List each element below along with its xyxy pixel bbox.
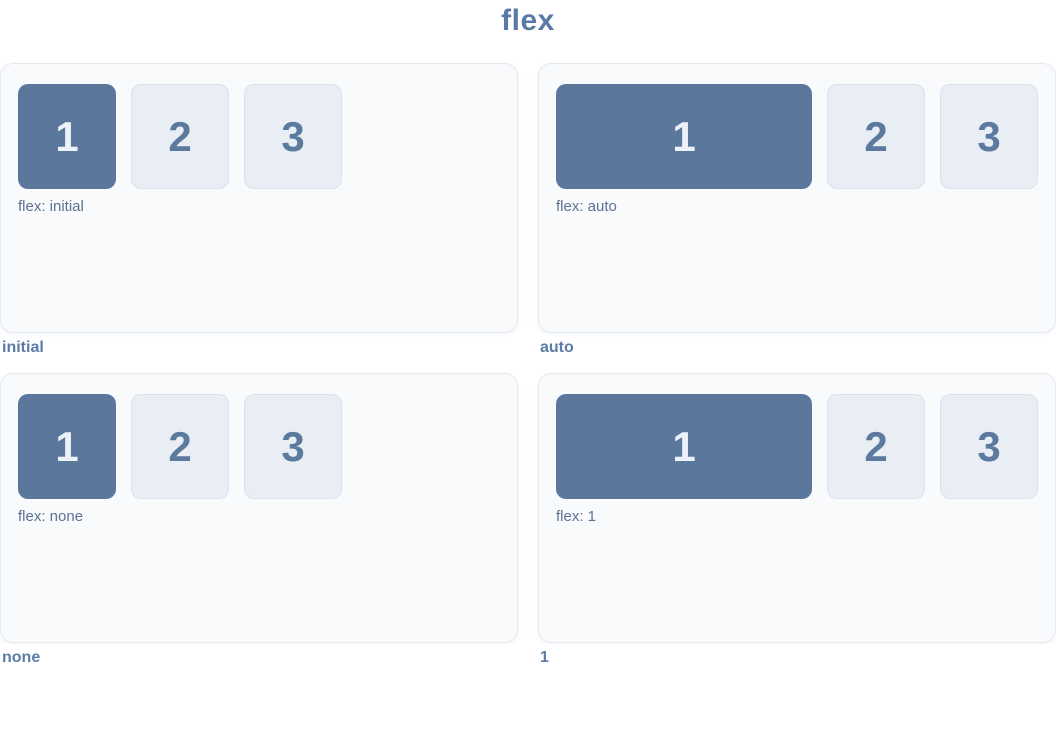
flex-item-2: 2 [131, 394, 229, 499]
panel-caption: 1 [540, 649, 549, 666]
panel-caption: auto [540, 339, 574, 356]
flex-items-row: 1 2 3 [556, 84, 1038, 189]
flex-value-label: flex: auto [556, 198, 617, 215]
flex-item-3: 3 [244, 394, 342, 499]
flex-value-label: flex: 1 [556, 508, 597, 525]
panel-caption: initial [2, 339, 44, 356]
flex-item-3: 3 [244, 84, 342, 189]
panel-1: 1 2 3 flex: 1 [538, 373, 1056, 643]
flex-items-row: 1 2 3 [18, 394, 500, 499]
panel-initial: 1 2 3 flex: initial [0, 63, 518, 333]
flex-item-1: 1 [18, 394, 116, 499]
flex-item-1: 1 [556, 84, 812, 189]
demo-cell-initial: 1 2 3 flex: initial initial [0, 63, 518, 373]
flex-item-1: 1 [556, 394, 812, 499]
page-title: flex [501, 4, 555, 37]
panel-caption: none [2, 649, 41, 666]
flex-items-row: 1 2 3 [18, 84, 500, 189]
flex-value-label: flex: initial [18, 198, 84, 215]
demo-cell-none: 1 2 3 flex: none none [0, 373, 518, 683]
flex-item-3: 3 [940, 84, 1038, 189]
flex-value-label: flex: none [18, 508, 84, 525]
demo-cell-1: 1 2 3 flex: 1 1 [538, 373, 1056, 683]
flex-item-2: 2 [827, 394, 925, 499]
flex-item-1: 1 [18, 84, 116, 189]
flex-item-2: 2 [131, 84, 229, 189]
flex-item-2: 2 [827, 84, 925, 189]
panel-none: 1 2 3 flex: none [0, 373, 518, 643]
flex-demo-grid: 1 2 3 flex: initial initial 1 2 3 flex: … [0, 63, 1056, 683]
flex-items-row: 1 2 3 [556, 394, 1038, 499]
panel-auto: 1 2 3 flex: auto [538, 63, 1056, 333]
flex-item-3: 3 [940, 394, 1038, 499]
demo-cell-auto: 1 2 3 flex: auto auto [538, 63, 1056, 373]
